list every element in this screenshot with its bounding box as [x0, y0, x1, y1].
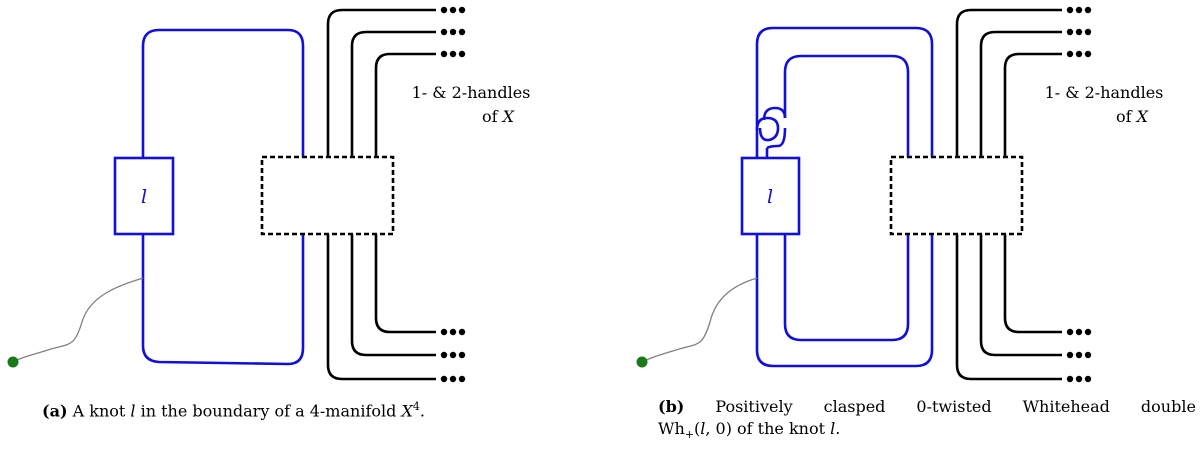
handle-strand: [979, 30, 1062, 157]
caption-line1: (b) Positively clasped 0-twisted Whitehe…: [658, 396, 1196, 418]
panel-a: l 1- & 2-handles of X: [7, 6, 531, 383]
handle-strand: [350, 30, 436, 157]
handle-strand: [979, 234, 1062, 357]
knot-box: [740, 156, 801, 236]
caption-text: .: [835, 419, 841, 438]
caption-var: l: [830, 419, 836, 438]
panel-b: l 1- & 2-handles of X: [636, 6, 1164, 383]
handle-strand: [326, 234, 436, 381]
knot-box-label: l: [767, 186, 773, 208]
handle-strand: [326, 8, 436, 157]
whitehead-outer-loop: [755, 26, 934, 368]
handle-strand: [374, 234, 436, 334]
caption-var: l: [130, 401, 136, 421]
caption-word: 0-twisted: [916, 397, 992, 416]
handle-strand: [955, 8, 1062, 157]
basepoint-dot-icon: [636, 356, 648, 368]
handle-strand: [374, 52, 436, 157]
knot-l-loop: [141, 28, 305, 366]
caption-var: l: [700, 419, 706, 438]
ellipsis-dots-icon: [1066, 6, 1092, 383]
handles-label-line2: of X: [482, 107, 515, 126]
handle-strand: [1003, 52, 1062, 157]
caption-tag: (b): [658, 397, 685, 416]
caption-tag: (a): [42, 401, 68, 421]
handles-box: [260, 155, 395, 236]
handles-label-line2: of X: [1116, 107, 1149, 126]
caption-word: Whitehead: [1022, 397, 1110, 416]
ellipsis-dots-icon: [440, 6, 466, 383]
basepoint-path: [641, 277, 758, 363]
caption-text: A knot: [72, 401, 131, 421]
handles-label-line1: 1- & 2-handles: [412, 83, 531, 102]
whitehead-inner-loop: [783, 54, 910, 342]
caption-a: (a) A knot l in the boundary of a 4-mani…: [42, 396, 582, 422]
clasp: [755, 106, 787, 158]
caption-word: Positively: [715, 397, 793, 416]
caption-text: .: [419, 401, 425, 421]
caption-sub: +: [684, 428, 694, 442]
handles-box: [889, 155, 1024, 236]
caption-b: (b) Positively clasped 0-twisted Whitehe…: [658, 396, 1196, 446]
caption-var: X: [401, 401, 413, 421]
handle-strand: [1003, 234, 1062, 334]
caption-text: Wh: [658, 419, 685, 438]
handle-strands: [326, 8, 436, 381]
basepoint-dot-icon: [7, 356, 19, 368]
caption-text: in the boundary of a 4-manifold: [135, 401, 402, 421]
knot-box: [113, 156, 175, 236]
caption-line2: Wh+(l, 0) of the knot l.: [658, 418, 1196, 446]
basepoint-path: [12, 277, 144, 363]
handle-strand: [955, 234, 1062, 381]
caption-word: clasped: [823, 397, 886, 416]
handles-label-line1: 1- & 2-handles: [1045, 83, 1164, 102]
knot-box-label: l: [141, 186, 147, 208]
caption-sup: 4: [412, 400, 420, 413]
handle-strand: [350, 234, 436, 357]
caption-text: , 0) of the knot: [705, 419, 831, 438]
caption-text: (: [693, 419, 701, 438]
caption-word: double: [1140, 397, 1196, 416]
handle-strands: [955, 8, 1062, 381]
